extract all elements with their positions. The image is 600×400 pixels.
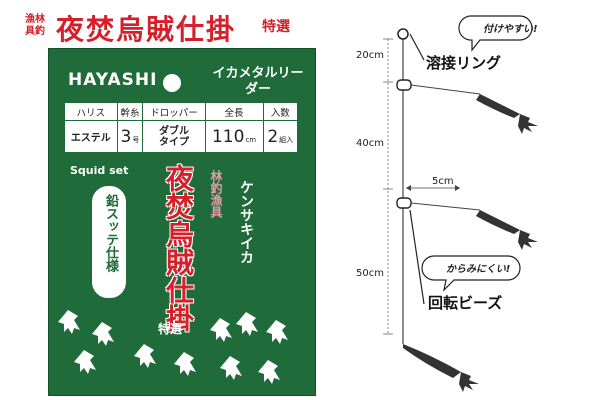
vertical-maker: 林釣漁具: [209, 170, 223, 218]
squid-icon: [220, 356, 242, 380]
squid-icon: [210, 318, 232, 342]
spec-length: 110cm: [204, 120, 264, 153]
squid-icon: [92, 322, 114, 346]
brand-name: HAYASHI: [68, 70, 158, 90]
squid-icon: [236, 312, 258, 336]
squid-illustrations: [58, 310, 288, 384]
squid-icon: [134, 344, 156, 368]
spec-header: 入数: [262, 102, 299, 121]
spec-table: ハリス 幹糸 ドロッパー 全長 入数 エステル 3号 ダブルタイプ 110cm …: [64, 102, 299, 153]
dim-20cm: 20cm: [356, 50, 384, 61]
spec-header: 全長: [204, 102, 264, 121]
squid-icon: [174, 352, 196, 376]
rig-diagram: [383, 15, 538, 392]
squid-icon: [258, 360, 280, 384]
dim-40cm: 40cm: [356, 138, 384, 149]
target-species: ケンサキイカ: [238, 180, 254, 264]
spec-header: ドロッパー: [142, 102, 206, 121]
lead-sutte-text: 鉛スッテ仕様: [103, 194, 118, 272]
sutte-jig-icon: [403, 344, 479, 392]
swivel-bead-label: 回転ビーズ: [428, 294, 503, 312]
callout-top-bubble: [458, 15, 533, 52]
welded-ring-label: 溶接リング: [426, 54, 502, 72]
vertical-special: 特選: [158, 322, 183, 336]
lead-sutte-badge: [92, 186, 126, 298]
main-title: 夜焚烏賊仕掛: [56, 13, 237, 46]
callout-top-text: 付けやすい!: [483, 23, 538, 35]
dim-50cm: 50cm: [356, 268, 384, 279]
dim-5cm: 5cm: [432, 176, 454, 187]
product-type: イカメタルリーダー: [212, 66, 304, 97]
callout-bottom-bubble: [421, 255, 521, 292]
spec-dropper: ダブルタイプ: [142, 120, 206, 153]
squid-set-label: Squid set: [70, 164, 129, 177]
spec-harisu: エステル: [64, 120, 118, 153]
special-badge: 特選: [262, 19, 290, 35]
spec-header: 幹糸: [116, 102, 144, 121]
callout-bottom-text: からみにくい!: [446, 263, 510, 275]
diagram-text-layer: 付けやすい! からみにくい!: [446, 23, 538, 275]
maker-small-logo: 漁林具釣: [25, 14, 45, 37]
spec-mikito: 3号: [116, 120, 144, 153]
squid-icon: [58, 310, 80, 334]
sutte-jig-icon: [476, 94, 538, 134]
vertical-title: 夜焚烏賊仕掛: [162, 164, 195, 332]
squid-icon: [266, 320, 288, 344]
squid-icon: [74, 350, 96, 374]
sutte-jig-icon: [476, 210, 538, 250]
hang-hole-icon: [163, 74, 181, 92]
spec-count: 2組入: [262, 120, 299, 153]
spec-header: ハリス: [64, 102, 118, 121]
